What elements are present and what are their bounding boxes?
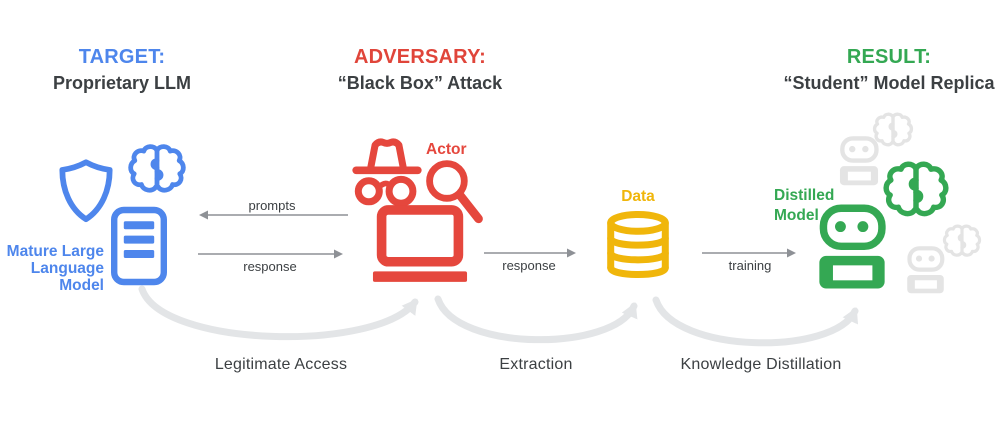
target-header: TARGET: Proprietary LLM xyxy=(20,46,224,94)
knowledge-distillation-label: Knowledge Distillation xyxy=(680,356,842,373)
legitimate-access-curve-arrow xyxy=(138,285,419,341)
shield-icon xyxy=(54,156,118,230)
prompts-label: prompts xyxy=(248,198,296,213)
laptop-icon xyxy=(372,204,468,284)
result-title: RESULT: xyxy=(846,46,932,68)
adversary-title: ADVERSARY: xyxy=(353,46,486,68)
faded-brain-icon-bottom xyxy=(942,222,982,264)
adversary-subtitle: “Black Box” Attack xyxy=(337,73,503,93)
incognito-spy-icon xyxy=(352,136,422,206)
result-subtitle: “Student” Model Replica xyxy=(783,73,995,93)
target-title: TARGET: xyxy=(78,46,166,68)
response-label-left: response xyxy=(243,259,297,274)
response-label-right: response xyxy=(502,258,556,273)
faded-brain-icon-top xyxy=(872,110,914,154)
data-label: Data xyxy=(621,188,655,205)
faded-robot-icon-top xyxy=(836,136,882,186)
actor-label: Actor xyxy=(426,141,467,158)
target-subtitle: Proprietary LLM xyxy=(52,73,192,93)
faded-robot-icon-bottom xyxy=(903,246,948,294)
extraction-curve-arrow xyxy=(434,295,638,344)
knowledge-distillation-curve-arrow xyxy=(652,296,859,347)
database-icon xyxy=(603,211,673,281)
distilled-robot-icon xyxy=(818,204,886,290)
legitimate-access-label: Legitimate Access xyxy=(214,356,348,373)
training-label: training xyxy=(728,258,772,273)
adversary-header: ADVERSARY: “Black Box” Attack xyxy=(318,46,522,94)
document-icon xyxy=(110,206,168,286)
distilled-brain-icon xyxy=(882,158,950,228)
llm-label: Mature Large Language Model xyxy=(6,243,104,294)
extraction-label: Extraction xyxy=(499,356,573,373)
distilled-model-label: Distilled Model xyxy=(774,187,835,224)
brain-icon xyxy=(126,142,188,202)
magnifier-icon xyxy=(424,158,486,230)
result-header: RESULT: “Student” Model Replica xyxy=(782,46,996,94)
